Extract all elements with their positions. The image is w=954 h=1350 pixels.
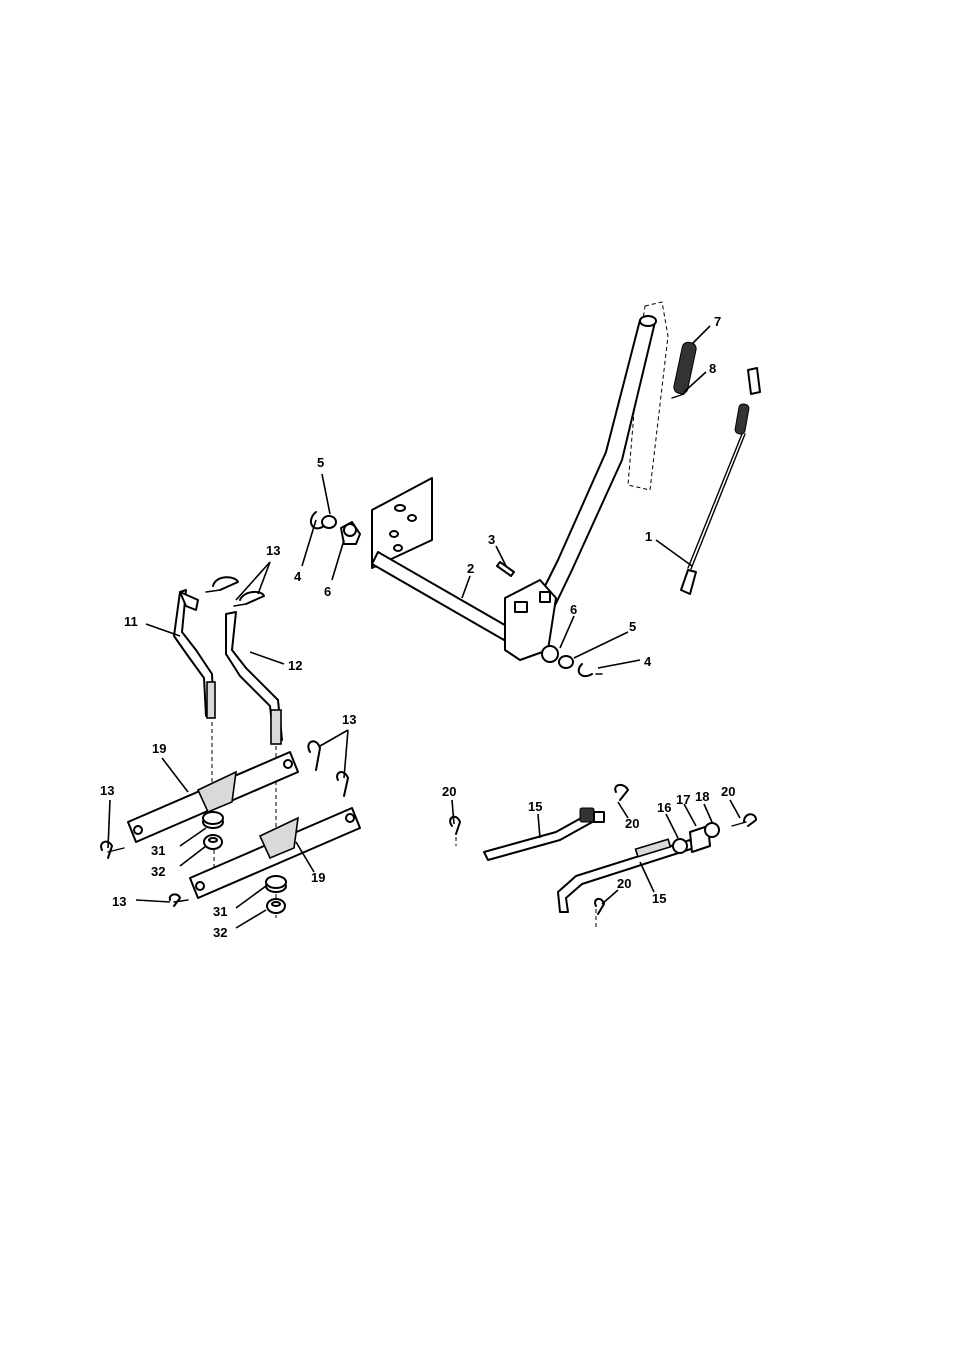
lift-link-12-part [226,612,282,744]
callout-15-lower: 15 [652,891,666,906]
callout-20-right: 20 [721,784,735,799]
callout-17: 17 [676,792,690,807]
callout-16: 16 [657,800,671,815]
callout-20-left: 20 [442,784,456,799]
callout-12: 12 [288,658,302,673]
callout-2: 2 [467,561,474,576]
shaft-hardware-left [311,512,360,544]
callout-13-left: 13 [100,783,114,798]
callout-13-bottom: 13 [112,894,126,909]
shaft-hardware-right [542,646,602,676]
callout-5-upper: 5 [317,455,324,470]
callout-8: 8 [709,361,716,376]
lift-link-11-part [174,590,215,718]
callout-20-mid: 20 [625,816,639,831]
hairpin-clips-upper [206,577,264,606]
callout-15-upper: 15 [528,799,542,814]
callout-4-left: 4 [294,569,302,584]
spacer-nut-upper [203,812,223,849]
callout-20-bottom: 20 [617,876,631,891]
lift-spring-rod-part [681,368,760,594]
callout-13-arms: 13 [342,712,356,727]
lift-shaft-part [372,316,656,660]
callout-11: 11 [124,614,138,629]
callout-6-left: 6 [324,584,331,599]
callout-19-lower: 19 [311,870,325,885]
callout-6-right: 6 [570,602,577,617]
callout-7: 7 [714,314,721,329]
callout-1: 1 [645,529,652,544]
callout-labels: 7 8 5 13 3 1 2 4 6 11 12 6 5 4 13 19 13 … [100,314,735,940]
ferrule-hardware [673,823,719,853]
callout-31-upper: 31 [151,843,165,858]
callout-32-upper: 32 [151,864,165,879]
leader-lines [108,326,740,928]
callout-4-right: 4 [644,654,652,669]
callout-13-upper: 13 [266,543,280,558]
callout-5-right: 5 [629,619,636,634]
adjust-rod-15-upper [484,808,604,860]
callout-31-lower: 31 [213,904,227,919]
callout-32-lower: 32 [213,925,227,940]
callout-3: 3 [488,532,495,547]
callout-19-upper: 19 [152,741,166,756]
callout-18: 18 [695,789,709,804]
